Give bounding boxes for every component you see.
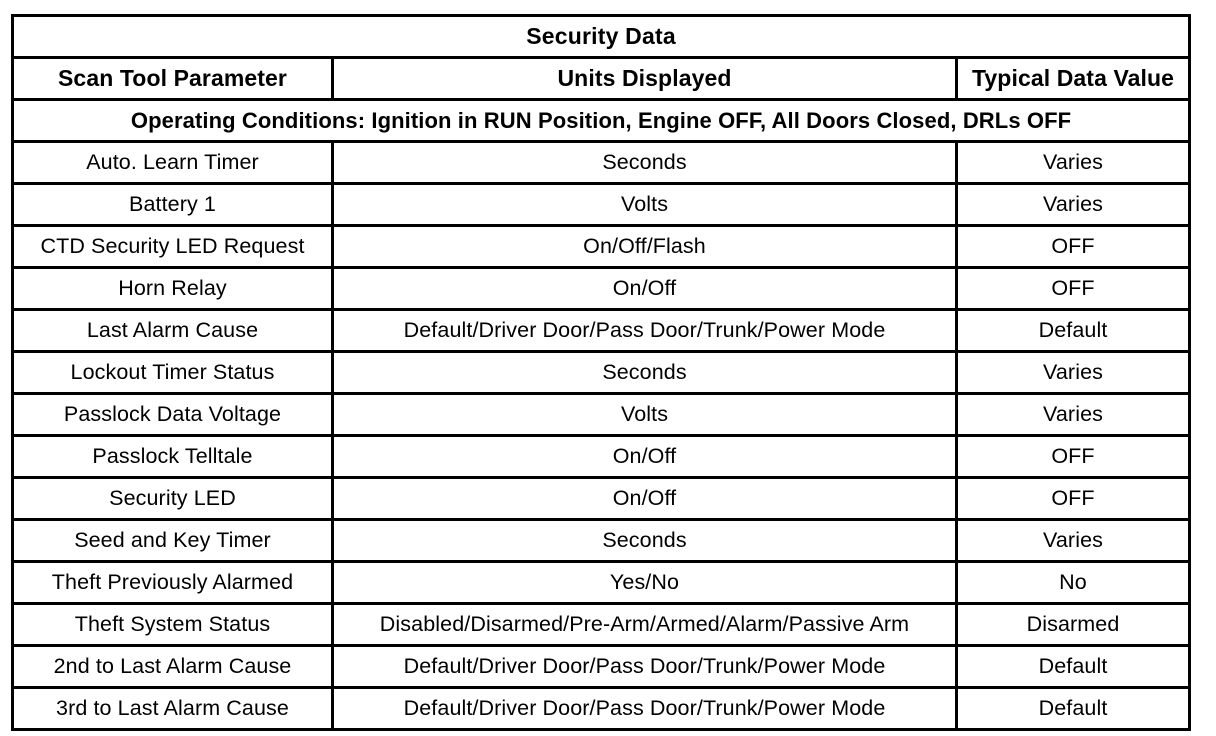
cell-parameter: Passlock Data Voltage [11,392,334,437]
table-row: CTD Security LED Request On/Off/Flash OF… [11,224,1192,269]
column-header-scan-tool-parameter: Scan Tool Parameter [11,56,334,101]
security-data-table: Security Data Scan Tool Parameter Units … [10,14,1192,731]
cell-units: Default/Driver Door/Pass Door/Trunk/Powe… [331,686,958,731]
table-row: Passlock Telltale On/Off OFF [11,434,1192,479]
cell-units: Seconds [331,518,958,563]
table-row: Security LED On/Off OFF [11,476,1192,521]
cell-units: Volts [331,182,958,227]
table-row: Last Alarm Cause Default/Driver Door/Pas… [11,308,1192,353]
table-body: Security Data Scan Tool Parameter Units … [10,14,1192,731]
cell-value: OFF [954,224,1192,269]
cell-value: Default [954,644,1192,689]
table-row: Passlock Data Voltage Volts Varies [11,392,1192,437]
security-data-table-container: Security Data Scan Tool Parameter Units … [10,14,1192,731]
cell-units: Default/Driver Door/Pass Door/Trunk/Powe… [331,308,958,353]
column-header-units-displayed: Units Displayed [331,56,958,101]
cell-value: OFF [954,266,1192,311]
cell-units: On/Off [331,434,958,479]
cell-value: OFF [954,434,1192,479]
table-row: 2nd to Last Alarm Cause Default/Driver D… [11,644,1192,689]
cell-parameter: CTD Security LED Request [11,224,334,269]
cell-units: Seconds [331,350,958,395]
cell-units: Default/Driver Door/Pass Door/Trunk/Powe… [331,644,958,689]
cell-value: Varies [954,518,1192,563]
cell-parameter: 3rd to Last Alarm Cause [11,686,334,731]
cell-units: Disabled/Disarmed/Pre-Arm/Armed/Alarm/Pa… [331,602,958,647]
cell-units: On/Off [331,266,958,311]
cell-units: On/Off/Flash [331,224,958,269]
table-row: Horn Relay On/Off OFF [11,266,1192,311]
cell-units: Yes/No [331,560,958,605]
cell-value: No [954,560,1192,605]
table-row: Theft System Status Disabled/Disarmed/Pr… [11,602,1192,647]
cell-value: Varies [954,392,1192,437]
cell-value: Varies [954,140,1192,185]
cell-parameter: Auto. Learn Timer [11,140,334,185]
table-title-row: Security Data [10,14,1192,59]
cell-parameter: Lockout Timer Status [11,350,334,395]
cell-units: Seconds [331,140,958,185]
column-header-typical-data-value: Typical Data Value [954,56,1192,101]
cell-parameter: Theft System Status [11,602,334,647]
cell-parameter: Seed and Key Timer [11,518,334,563]
table-row: Battery 1 Volts Varies [11,182,1192,227]
table-row: Theft Previously Alarmed Yes/No No [11,560,1192,605]
operating-conditions-text: Operating Conditions: Ignition in RUN Po… [10,98,1192,143]
cell-value: Varies [954,182,1192,227]
operating-conditions-row: Operating Conditions: Ignition in RUN Po… [10,98,1192,143]
cell-value: OFF [954,476,1192,521]
table-title: Security Data [10,14,1192,59]
cell-value: Default [954,308,1192,353]
cell-value: Varies [954,350,1192,395]
cell-value: Default [954,686,1192,731]
cell-parameter: Horn Relay [11,266,334,311]
cell-value: Disarmed [954,602,1192,647]
table-row: Seed and Key Timer Seconds Varies [11,518,1192,563]
cell-parameter: Theft Previously Alarmed [11,560,334,605]
cell-units: Volts [331,392,958,437]
cell-units: On/Off [331,476,958,521]
cell-parameter: 2nd to Last Alarm Cause [11,644,334,689]
cell-parameter: Battery 1 [11,182,334,227]
cell-parameter: Security LED [11,476,334,521]
table-row: 3rd to Last Alarm Cause Default/Driver D… [11,686,1192,731]
table-row: Auto. Learn Timer Seconds Varies [11,140,1192,185]
cell-parameter: Last Alarm Cause [11,308,334,353]
cell-parameter: Passlock Telltale [11,434,334,479]
table-header-row: Scan Tool Parameter Units Displayed Typi… [11,56,1192,101]
table-row: Lockout Timer Status Seconds Varies [11,350,1192,395]
